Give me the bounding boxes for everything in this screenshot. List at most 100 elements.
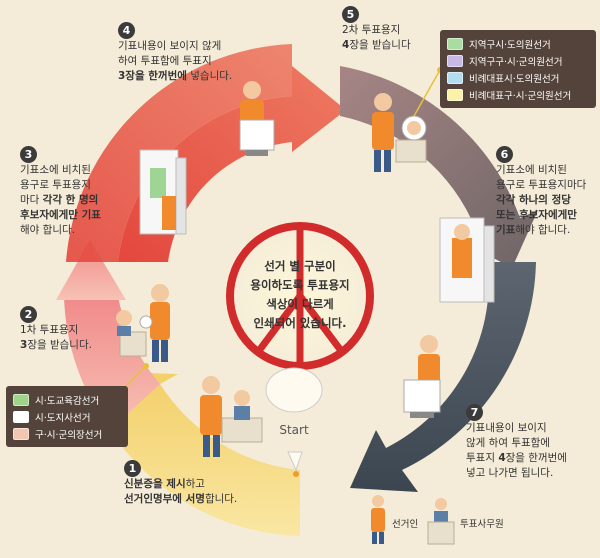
start-label: Start: [279, 423, 309, 437]
step-text-line: 기표소에 비치된: [496, 163, 598, 178]
step-text-line: 2차 투표용지: [342, 23, 442, 38]
step-text-segment: 각각 한 명의: [42, 194, 99, 206]
step-text-segment: 3장을 한꺼번에: [118, 70, 187, 82]
step-number-badge: 3: [20, 146, 37, 163]
step-text-line: 또는 후보자에게만: [496, 208, 598, 223]
legend-swatch: [447, 37, 463, 50]
step-text-segment: 용구로 투표용지마다: [496, 179, 587, 191]
step-text-segment: 1차 투표용지: [20, 324, 79, 336]
step4-illustration: [239, 81, 275, 156]
center-line: 인쇄되어 있습니다.: [253, 316, 347, 330]
step-text-segment: 넣습니다.: [186, 70, 233, 82]
step-text-segment: 각각 하나의 정당: [496, 194, 571, 206]
arrow-segment-red-outer: [66, 44, 292, 262]
step-text-line: 1차 투표용지: [20, 323, 120, 338]
step-number-badge: 4: [118, 22, 135, 39]
step-text-line: 하여 투표함에 투표지: [118, 54, 278, 69]
arrow-segment-pink-head: [56, 240, 126, 300]
legend-item: 비례대표구·시·군의원선거: [447, 86, 589, 103]
step-text-line: 기표내용이 보이지: [466, 421, 596, 436]
step-text-line: 마다 각각 한 명의: [20, 193, 130, 208]
legend-label: 지역구시·도의원선거: [469, 39, 551, 51]
start-dot: [293, 471, 299, 477]
step-text-line: 투표지 4장을 한꺼번에: [466, 451, 596, 466]
step-text-segment: 기표내용이 보이지: [466, 422, 547, 434]
step-text-segment: 하고: [185, 478, 205, 490]
legend-swatch: [447, 88, 463, 101]
legend-item: 시·도지사선거: [13, 408, 121, 425]
legend-swatch: [447, 54, 463, 67]
legend-swatch: [447, 71, 463, 84]
step-text-segment: 기표소에 비치된: [20, 164, 91, 176]
legend-label: 지역구구·시·군의원선거: [469, 56, 563, 68]
legend-label: 시·도교육감선거: [35, 395, 100, 407]
legend-item: 비례대표시·도의원선거: [447, 69, 589, 86]
step-number-badge: 5: [342, 6, 359, 23]
step-text-segment: 기표: [496, 224, 516, 236]
legend-item: 지역구시·도의원선거: [447, 35, 589, 52]
center-line: 선거 별 구분이: [264, 259, 336, 273]
step-text-line: 않게 하여 투표함에: [466, 436, 596, 451]
step-text-segment: 해야 합니다.: [515, 224, 571, 236]
step-text-segment: 또는 후보자에게만: [496, 209, 577, 221]
legend1-connector-dot: [143, 363, 149, 369]
step2-illustration: [116, 284, 170, 362]
legend-item: 구·시·군의장선거: [13, 425, 121, 442]
step-text-line: 넣고 나가면 됩니다.: [466, 466, 596, 481]
step6-illustration: [439, 217, 495, 303]
key-voter-icon: [371, 495, 385, 544]
step-number-badge: 6: [496, 146, 513, 163]
legend-label: 구·시·군의장선거: [35, 429, 103, 441]
step-text-segment: 기표내용이 보이지 않게: [118, 40, 222, 52]
legend-swatch: [13, 393, 29, 406]
legend-item: 지역구구·시·군의원선거: [447, 52, 589, 69]
step-text-segment: 3: [20, 339, 28, 351]
step-text-line: 선거인명부에 서명합니다.: [124, 492, 324, 507]
step-text-segment: 않게 하여 투표함에: [466, 437, 550, 449]
step-text-line: 기표소에 비치된: [20, 163, 130, 178]
step-text-segment: 용구로 투표용지: [20, 179, 91, 191]
step-text-segment: 하여 투표함에 투표지: [118, 55, 212, 67]
step-text-segment: 장을 받습니다: [349, 39, 411, 51]
center-message: 선거 별 구분이 용이하도록 투표용지 색상이 다르게 인쇄되어 있습니다.: [225, 257, 375, 333]
step-number-badge: 7: [466, 404, 483, 421]
legend-label: 비례대표시·도의원선거: [469, 73, 560, 85]
legend-swatch: [13, 410, 29, 423]
start-bubble-tail: [287, 451, 303, 472]
step-number-badge: 2: [20, 306, 37, 323]
step-text-segment: 투표지: [466, 452, 499, 464]
step-text-segment: 선거인명부에 서명: [124, 493, 205, 505]
step-text-line: 3장을 한꺼번에 넣습니다.: [118, 69, 278, 84]
step1-illustration: [200, 376, 263, 457]
step7-illustration: [403, 335, 441, 418]
step-text-segment: 장을 받습니다.: [27, 339, 92, 351]
step-text-line: 기표해야 합니다.: [496, 223, 598, 238]
start-bubble: [265, 367, 323, 413]
center-ring-symbol: [226, 222, 374, 370]
key-staff-label: 투표사무원: [460, 519, 504, 530]
key-staff-icon: [427, 498, 455, 545]
legend-item: 시·도교육감선거: [13, 391, 121, 408]
step-text-segment: 2차 투표용지: [342, 24, 401, 36]
step3-illustration: [139, 149, 187, 235]
center-line: 용이하도록 투표용지: [250, 278, 350, 292]
step-text-segment: 기표소에 비치된: [496, 164, 567, 176]
step-text-segment: 4: [342, 39, 350, 51]
step-text-line: 신분증을 제시하고: [124, 477, 324, 492]
step-text-line: 후보자에게만 기표: [20, 208, 130, 223]
step-text-line: 용구로 투표용지: [20, 178, 130, 193]
arrow-segment-pink: [64, 296, 160, 430]
step-text-segment: 해야 합니다.: [20, 224, 75, 236]
step-text-segment: 장을 한꺼번에: [505, 452, 567, 464]
